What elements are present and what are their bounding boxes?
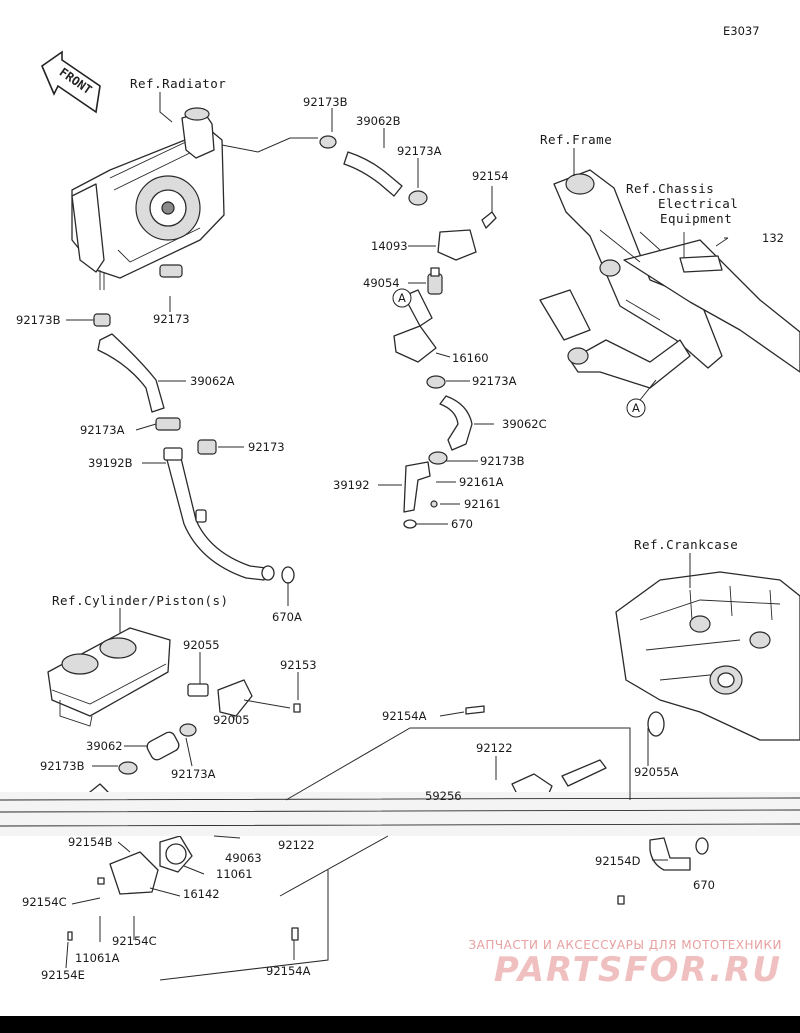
ref-chassis-line3: Equipment <box>660 211 732 226</box>
label-39192B: 39192B <box>88 456 133 470</box>
clamp-92173A-mid <box>426 375 446 389</box>
frame-illustration <box>539 169 800 389</box>
cylinder-illustration <box>47 627 171 727</box>
clamp-92173B-top <box>319 135 337 149</box>
label-92154B: 92154B <box>68 835 113 849</box>
bolt-92154A-lower <box>291 927 299 941</box>
label-92161: 92161 <box>464 497 501 511</box>
label-92154A-lower: 92154A <box>266 964 311 978</box>
ref-chassis-line1: Ref.Chassis <box>626 181 714 196</box>
label-92173B-lower-left: 92173B <box>40 759 85 773</box>
label-16142: 16142 <box>183 887 220 901</box>
label-92153: 92153 <box>280 658 317 672</box>
oring-670 <box>403 519 417 529</box>
ref-radiator: Ref.Radiator <box>130 76 226 91</box>
ref-chassis-line2: Electrical <box>658 196 738 211</box>
hose-39062A <box>97 333 165 413</box>
label-39062A: 39062A <box>190 374 235 388</box>
oring-92055A <box>647 711 665 737</box>
hose-39062B <box>343 151 403 197</box>
pipe-39192 <box>403 461 431 513</box>
clamp-92173B-lower <box>428 451 448 465</box>
label-39192: 39192 <box>333 478 370 492</box>
label-92055: 92055 <box>183 638 220 652</box>
label-16160: 16160 <box>452 351 489 365</box>
watermark: ЗАПЧАСТИ И АКСЕССУАРЫ ДЛЯ МОТОТЕХНИКИ PA… <box>468 938 782 988</box>
label-92154E: 92154E <box>41 968 85 982</box>
label-92154: 92154 <box>472 169 509 183</box>
label-11061: 11061 <box>216 867 253 881</box>
thermostat-49054 <box>427 267 443 295</box>
label-39062C: 39062C <box>502 417 547 431</box>
ref-cylinder: Ref.Cylinder/Piston(s) <box>52 593 229 608</box>
clamp-92173A-left <box>155 417 181 431</box>
shaft-92122 <box>561 759 607 787</box>
bolt-92154 <box>481 211 497 229</box>
label-92173B-left: 92173B <box>16 313 61 327</box>
hose-39062 <box>146 731 180 761</box>
ref-crankcase: Ref.Crankcase <box>634 537 738 552</box>
label-92122-upper: 92122 <box>476 741 513 755</box>
gasket-92055 <box>187 683 209 697</box>
bolt-92153 <box>293 703 301 713</box>
label-92161A: 92161A <box>459 475 504 489</box>
label-132: 132 <box>762 231 784 245</box>
pipe-39192B <box>165 453 267 581</box>
label-670A: 670A <box>272 610 302 624</box>
label-14093: 14093 <box>371 239 408 253</box>
marker-a-right: A <box>632 401 640 415</box>
watermark-brand: PARTSFOR.RU <box>493 950 782 990</box>
label-39062: 39062 <box>86 739 123 753</box>
cover-16142 <box>109 851 159 895</box>
radiator-illustration <box>71 107 225 290</box>
bolt-92154A-upper <box>465 705 485 715</box>
label-92154C-right: 92154C <box>112 934 157 948</box>
label-92173A-left: 92173A <box>80 423 125 437</box>
label-49054: 49054 <box>363 276 400 290</box>
clamp-92173-left <box>197 439 217 455</box>
pipe-lower-right <box>649 837 691 871</box>
clamp-92173B-left <box>93 313 111 327</box>
label-92173-left: 92173 <box>248 440 285 454</box>
label-92173-upper: 92173 <box>153 312 190 326</box>
bottom-bar <box>0 1016 800 1033</box>
label-92122-lower: 92122 <box>278 838 315 852</box>
watermark-subtitle: ЗАПЧАСТИ И АКСЕССУАРЫ ДЛЯ МОТОТЕХНИКИ <box>468 938 782 952</box>
marker-a-left: A <box>398 291 406 305</box>
label-92173B-lower: 92173B <box>480 454 525 468</box>
label-92154A-upper: 92154A <box>382 709 427 723</box>
label-92005: 92005 <box>213 713 250 727</box>
clamp-92173B-lower-left <box>118 761 138 775</box>
label-92173A-lower-left: 92173A <box>171 767 216 781</box>
clamp-92173A-upper <box>408 190 428 206</box>
diagram-code: E3037 <box>723 24 760 38</box>
bolt-92154D <box>617 895 625 905</box>
front-arrow-icon: FRONT <box>41 50 101 114</box>
label-670-upper: 670 <box>451 517 473 531</box>
label-92154D: 92154D <box>595 854 641 868</box>
ref-frame: Ref.Frame <box>540 132 612 147</box>
label-92173A-upper: 92173A <box>397 144 442 158</box>
label-11061A: 11061A <box>75 951 120 965</box>
label-92055A: 92055A <box>634 765 679 779</box>
hose-39062C <box>439 395 473 451</box>
label-92173B-top: 92173B <box>303 95 348 109</box>
label-49063: 49063 <box>225 851 262 865</box>
oring-670A <box>281 566 295 584</box>
pipe-14093 <box>437 229 477 261</box>
housing-16160 <box>393 325 437 363</box>
crankcase-illustration <box>615 571 800 741</box>
clamp-92173A-lower-left <box>179 723 197 737</box>
label-92154C-left: 92154C <box>22 895 67 909</box>
label-59256: 59256 <box>425 789 462 803</box>
oring-670-lower <box>695 837 709 855</box>
label-670-lower: 670 <box>693 878 715 892</box>
label-39062B: 39062B <box>356 114 401 128</box>
label-92173A-mid: 92173A <box>472 374 517 388</box>
fitting-92005 <box>217 679 253 717</box>
